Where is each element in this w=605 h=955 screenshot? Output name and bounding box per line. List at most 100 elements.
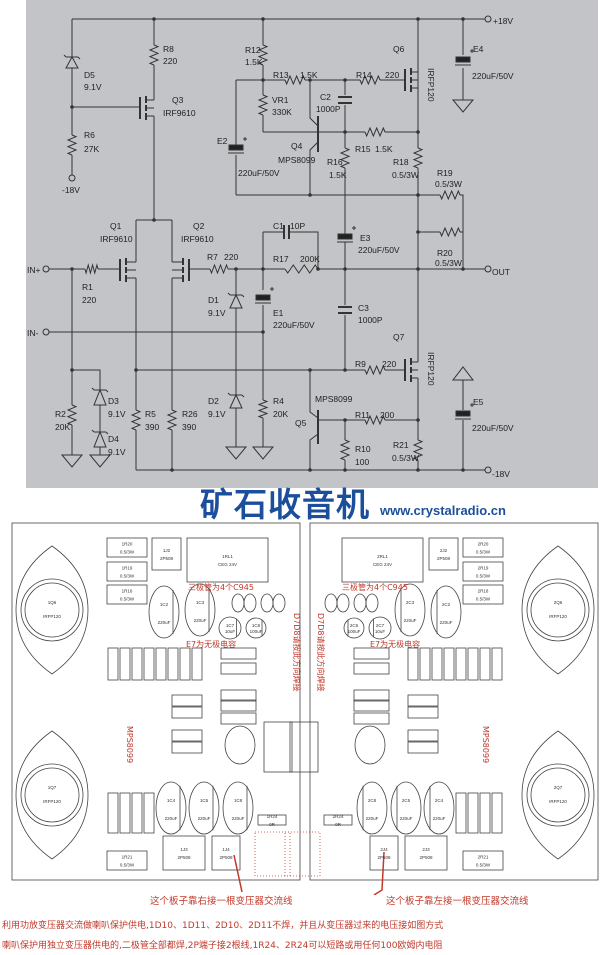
resistor-symbol bbox=[166, 409, 178, 431]
junction-dot bbox=[70, 267, 74, 271]
label-e4: E4 bbox=[473, 44, 484, 54]
terminal-neg18-top[interactable] bbox=[68, 174, 76, 182]
component-footprint bbox=[428, 537, 459, 571]
part-label: 2P508 bbox=[419, 855, 433, 860]
part-label: 0R bbox=[269, 822, 276, 827]
resistor-footprint bbox=[443, 647, 455, 681]
label-r2-value: 20K bbox=[55, 422, 70, 432]
label-r10: R10 bbox=[355, 444, 371, 454]
terminal-in-plus[interactable] bbox=[42, 265, 50, 273]
label-r17: R17 bbox=[273, 254, 289, 264]
junction-dot bbox=[461, 468, 465, 472]
component-footprint bbox=[462, 537, 504, 558]
junction-dot bbox=[461, 267, 465, 271]
part-label: 2R18 bbox=[478, 589, 489, 594]
label-r26-value: 390 bbox=[182, 422, 196, 432]
resistor-symbol bbox=[148, 44, 160, 66]
terminal-out[interactable] bbox=[484, 265, 492, 273]
label-q5: Q5 bbox=[295, 418, 307, 428]
mosfet-q7 bbox=[404, 358, 419, 382]
component-footprint bbox=[106, 584, 148, 605]
part-label: 0.5/3W bbox=[120, 597, 135, 602]
terminal-neg18[interactable] bbox=[484, 466, 492, 474]
label-q4: Q4 bbox=[291, 141, 303, 151]
label-r6: R6 bbox=[84, 130, 95, 140]
part-label: 1J2 bbox=[163, 548, 171, 553]
resistor-symbol bbox=[364, 364, 386, 376]
resistor-footprint bbox=[467, 792, 479, 834]
capacitor-note: E7为无极电容 bbox=[186, 639, 236, 649]
resistor-symbol bbox=[257, 399, 269, 419]
watermark-url: www.crystalradio.cn bbox=[380, 503, 506, 518]
label-r17-value: 200K bbox=[300, 254, 320, 264]
resistor-symbol bbox=[84, 263, 99, 275]
label-r18-value: 0.5/3W bbox=[392, 170, 419, 180]
label-r1-value: 220 bbox=[82, 295, 96, 305]
resistor-symbol bbox=[257, 94, 269, 116]
resistor-footprint bbox=[407, 647, 419, 681]
label-d4-value: 9.1V bbox=[108, 447, 126, 457]
part-label: 220uF bbox=[404, 618, 417, 623]
junction-dot bbox=[308, 368, 312, 372]
part-label: CEG 24V bbox=[373, 562, 392, 567]
part-label: 2J4 bbox=[380, 847, 388, 852]
resistor-footprint bbox=[179, 647, 191, 681]
part-label: 0R bbox=[335, 822, 342, 827]
label-r15: R15 bbox=[355, 144, 371, 154]
terminal-pos18[interactable] bbox=[484, 15, 492, 23]
label-r12-value: 1.5K bbox=[245, 57, 263, 67]
electrolytic-capacitor-symbol bbox=[455, 49, 474, 66]
part-label: 2R19 bbox=[478, 566, 489, 571]
junction-dot bbox=[308, 78, 312, 82]
resistor-footprint bbox=[455, 647, 467, 681]
capacitor-footprint bbox=[245, 617, 267, 639]
relay-footprint bbox=[289, 721, 319, 773]
label-c3: C3 bbox=[358, 303, 369, 313]
part-label: 1Q7 bbox=[48, 785, 57, 790]
part-label: 2C7 bbox=[376, 623, 385, 628]
part-label: 1R19 bbox=[122, 566, 133, 571]
supply-triangle-icon bbox=[451, 366, 475, 381]
capacitor-symbol bbox=[338, 306, 352, 314]
part-label: 1R20 bbox=[122, 542, 133, 547]
part-label: 0.5/3W bbox=[476, 574, 491, 579]
resistor-footprint bbox=[220, 699, 257, 712]
ground-icon bbox=[224, 446, 248, 460]
mosfet-q1 bbox=[119, 258, 137, 282]
resistor-footprint bbox=[455, 792, 467, 834]
label-neg18_top: -18V bbox=[62, 185, 80, 195]
capacitor-footprint bbox=[430, 585, 462, 639]
caption-line-2: 喇叭保护用独立变压器供电的,二极管全部都焊,2P端子接2根线,1R24、2R24… bbox=[2, 941, 443, 951]
part-label: 0.5/3W bbox=[476, 863, 491, 868]
junction-dot bbox=[416, 130, 420, 134]
capacitor-symbol bbox=[283, 225, 290, 239]
part-label: 2C6 bbox=[350, 623, 359, 628]
wire bbox=[460, 194, 464, 269]
zener-diode-symbol bbox=[91, 387, 109, 406]
part-label: IRFP120 bbox=[549, 614, 567, 619]
part-label: 1C6 bbox=[252, 623, 261, 628]
label-r2: R2 bbox=[55, 409, 66, 419]
part-label: 1J4 bbox=[222, 847, 230, 852]
junction-dot bbox=[261, 78, 265, 82]
capacitor-note: E7为无极电容 bbox=[370, 639, 420, 649]
label-r14-value: 220 bbox=[385, 70, 399, 80]
junction-dot bbox=[261, 267, 265, 271]
transistor-type-note: MPS8099 bbox=[125, 726, 134, 763]
part-label: 2J3 bbox=[422, 847, 430, 852]
resistor-footprint bbox=[491, 792, 503, 834]
part-label: 2C8 bbox=[368, 798, 377, 803]
junction-dot bbox=[343, 468, 347, 472]
c945-transistor-footprint bbox=[365, 593, 379, 613]
label-vr1-value: 330K bbox=[272, 107, 292, 117]
label-r21: R21 bbox=[393, 440, 409, 450]
label-q7: Q7 bbox=[393, 332, 405, 342]
part-label: 1J3 bbox=[180, 847, 188, 852]
mosfet-q6 bbox=[404, 68, 419, 92]
label-e1: E1 bbox=[273, 308, 284, 318]
schematic-background bbox=[26, 0, 598, 488]
resistor-symbol bbox=[339, 147, 351, 169]
label-r5: R5 bbox=[145, 409, 156, 419]
resistor-footprint bbox=[479, 792, 491, 834]
terminal-in-minus[interactable] bbox=[42, 328, 50, 336]
